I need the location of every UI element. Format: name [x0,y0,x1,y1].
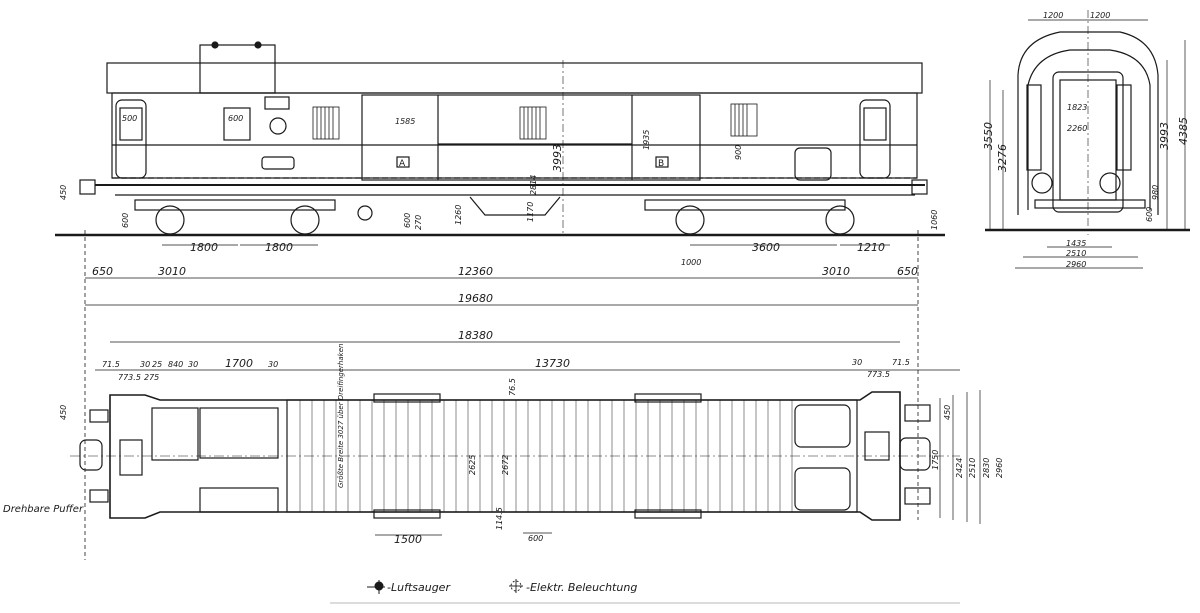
dim-half-width-right: 1200 [1090,11,1110,20]
dim-plan-71.5-left: 71.5 [102,360,120,369]
dim-bogie-1210: 1210 [857,241,885,254]
dim-3993: 3993 [551,144,564,172]
dim-plan-773.5-right: 773.5 [867,370,890,379]
marker-A-box [396,156,410,168]
sliding-door-top-left [373,393,441,403]
dim-gauge-1435: 1435 [1066,239,1086,248]
dim-wall-114.5: 114.5 [495,507,504,530]
dim-plan-30-c: 30 [268,360,278,369]
lamp-icon [509,579,523,593]
legend [330,579,960,604]
dim-window-900: 900 [734,145,743,160]
marker-A: A [399,159,406,169]
dim-end-4385: 4385 [1177,117,1190,145]
dim-window-500: 500 [122,114,137,123]
bogie-right [644,199,855,235]
longitudinal-dimension-lines [84,230,919,560]
legend-label-lighting: -Elektr. Beleuchtung [526,581,637,594]
dim-plan-25: 25 [152,360,162,369]
dim-width-2424: 2424 [955,458,964,478]
dim-hatch-600: 600 [528,534,543,543]
end-elevation-view [985,10,1190,269]
dim-wall-76.5: 76.5 [508,378,517,396]
dim-step-270: 270 [414,215,423,230]
dim-buffer-height-left: 450 [59,185,68,200]
dim-1000: 1000 [681,258,701,267]
dim-floor-1260: 1260 [454,205,463,225]
dim-length-over-buffers: 19680 [458,292,493,305]
dim-bogie-1800-b: 1800 [265,241,293,254]
dim-overhang-right: 650 [897,265,918,278]
coupler-left [79,439,103,471]
dim-end-600: 600 [1145,207,1154,222]
dim-door-height: 1935 [642,130,651,150]
dim-end-3993: 3993 [1158,122,1171,150]
sliding-door-bottom-left [373,509,441,519]
dim-width-2510: 2510 [1066,249,1086,258]
label-rotating-buffers: Drehbare Puffer [3,504,84,515]
car-body [111,92,918,179]
dim-plan-buffer-450-right: 450 [943,405,952,420]
window-600 [223,107,251,141]
dim-plan-30-right: 30 [852,358,862,367]
dim-interior-length: 13730 [535,357,570,370]
dim-width-2830: 2830 [982,458,991,478]
window-left [119,107,143,141]
dim-half-width-left: 1200 [1043,11,1063,20]
dim-step-600-mid: 600 [403,213,412,228]
dim-plan-1700: 1700 [225,357,253,370]
dim-buffer-1060: 1060 [930,210,939,230]
dim-length-over-body: 18380 [458,329,493,342]
dim-bogie-1800-a: 1800 [190,241,218,254]
dim-step-600: 600 [121,213,130,228]
dim-plan-71.5-right: 71.5 [892,358,910,367]
dim-door-width: 1585 [395,117,415,126]
dim-plan-buffer-450-left: 450 [59,405,68,420]
dim-inner-width-2672: 2672 [501,455,510,475]
dim-door-opening-1500: 1500 [394,533,422,546]
dim-inner-1823: 1823 [1067,103,1087,112]
dim-inner-width-2625: 2625 [468,455,477,475]
dim-bogie-centers: 12360 [458,265,493,278]
dim-plan-275: 275 [144,373,159,382]
dim-window-600: 600 [228,114,243,123]
dim-end-3550: 3550 [982,122,995,150]
coupler-right [899,437,931,471]
emblem [269,117,287,135]
bogie-left [134,199,336,235]
guard-lookout [199,44,276,94]
dim-buffer-spacing-1750: 1750 [931,450,940,470]
side-elevation-view [55,41,945,237]
dim-2814: 2814 [529,175,538,195]
dim-inner-2260: 2260 [1067,124,1087,133]
annotation-max-width: Größte Breite 3027 über Dreifingerhaken [337,344,345,488]
dim-plan-30-b: 30 [188,360,198,369]
dim-plan-840: 840 [168,360,183,369]
dim-width-2960: 2960 [995,458,1004,478]
dim-3010-left: 3010 [158,265,186,278]
dim-plan-30-a: 30 [140,360,150,369]
dim-width-2960: 2960 [1066,260,1086,269]
dim-overhang-left: 650 [92,265,113,278]
dim-bogie-3600: 3600 [752,241,780,254]
marker-B: B [658,159,664,169]
dim-3010-right: 3010 [822,265,850,278]
car-roof [106,62,923,94]
marker-B-box [655,156,669,168]
dim-end-980: 980 [1151,185,1160,200]
dim-end-3276: 3276 [996,144,1009,172]
legend-label-ventilator: -Luftsauger [387,581,451,594]
dim-width-2510: 2510 [968,458,977,478]
ventilator-icon [367,580,385,594]
floor-plan-view [70,369,981,536]
dim-plan-773.5-left: 773.5 [118,373,141,382]
dim-1170: 1170 [526,202,535,222]
